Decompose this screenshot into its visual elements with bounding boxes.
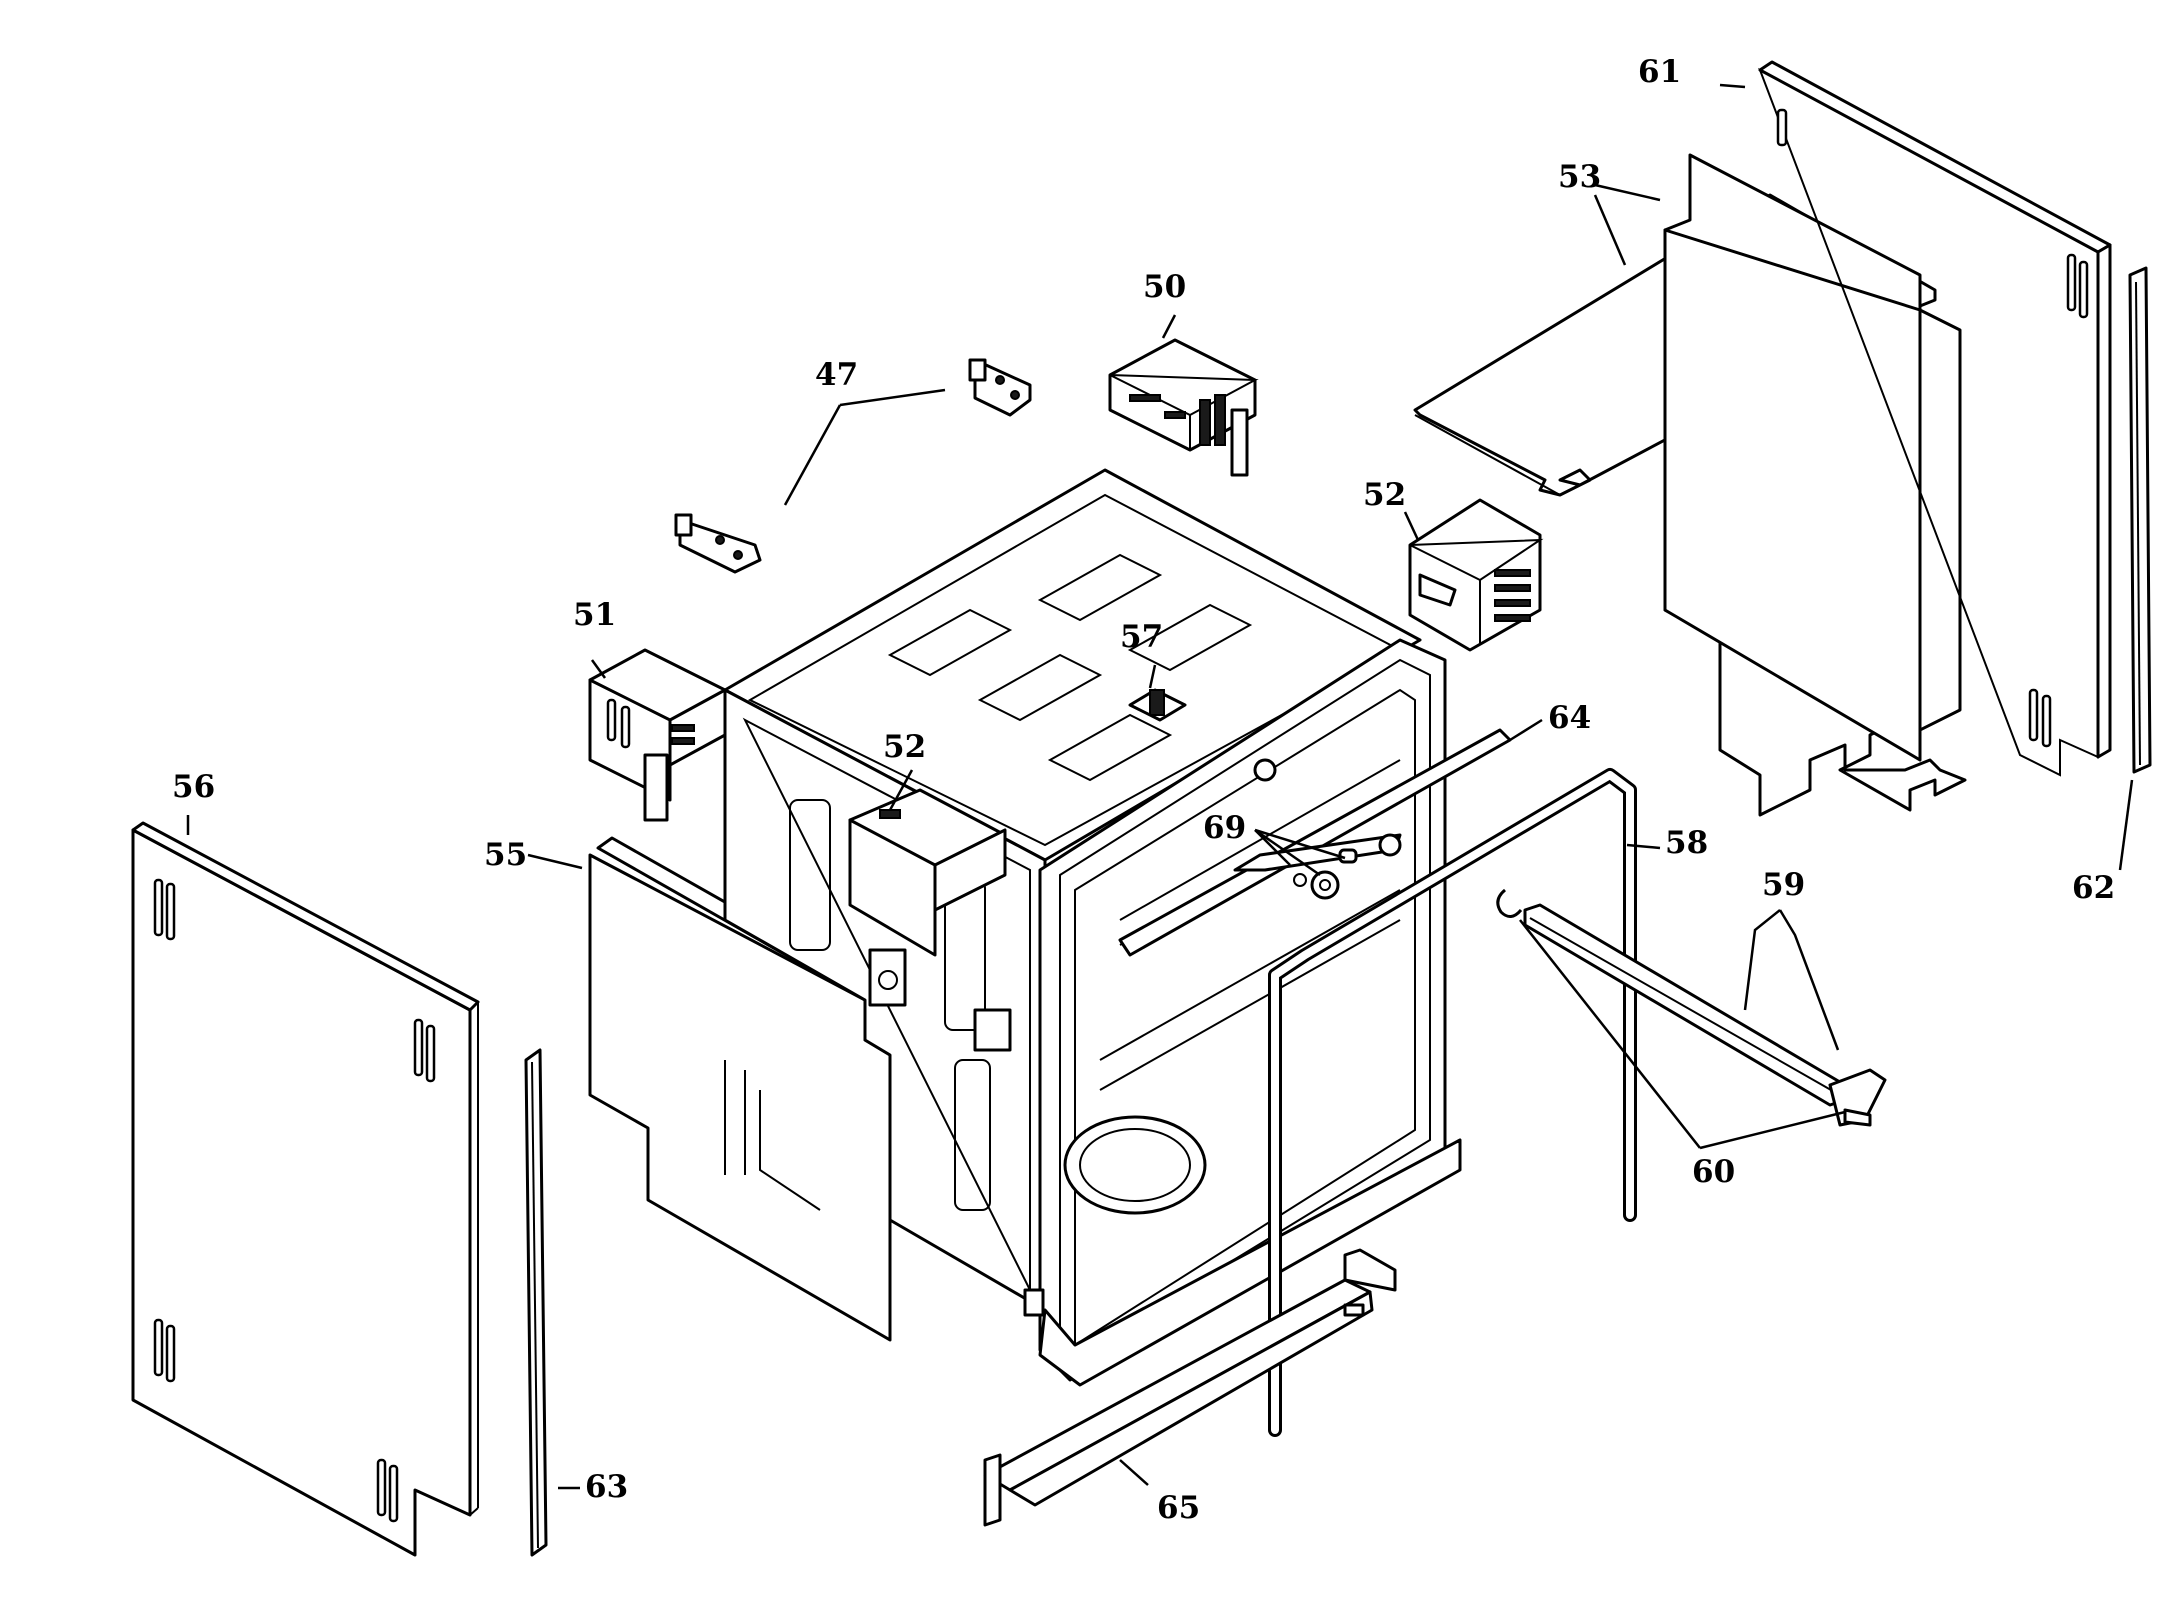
callout-56: 56 xyxy=(172,769,215,805)
callout-59: 59 xyxy=(1762,867,1805,903)
callout-61: 61 xyxy=(1638,54,1681,90)
callout-55: 55 xyxy=(484,837,527,873)
part-65-base-rail xyxy=(983,1248,1397,1527)
callout-63: 63 xyxy=(585,1469,628,1505)
callout-53: 53 xyxy=(1558,159,1601,195)
callout-69: 69 xyxy=(1203,810,1246,846)
part-64-rail xyxy=(1118,728,1512,957)
callout-64: 64 xyxy=(1548,700,1591,736)
part-61-right-side-panel xyxy=(1758,60,2112,777)
part-51-side-bracket xyxy=(588,648,727,822)
part-47-mounting-brackets xyxy=(674,358,1032,574)
callout-58: 58 xyxy=(1665,825,1708,861)
callout-52-center: 52 xyxy=(883,729,926,765)
callout-62: 62 xyxy=(2072,870,2115,906)
callout-51: 51 xyxy=(573,597,616,633)
callout-60: 60 xyxy=(1692,1154,1735,1190)
part-60-retaining-clip xyxy=(1496,888,1523,918)
part-52-center-bracket xyxy=(848,788,1007,957)
rear-insulation-panel xyxy=(1663,153,2052,817)
part-52-right-bracket xyxy=(1408,498,1544,652)
leader-lines xyxy=(186,83,2134,1490)
part-50-top-bracket xyxy=(1108,338,1259,477)
part-62-vertical-trim-strip xyxy=(2128,266,2152,774)
part-57-clip xyxy=(1128,688,1187,722)
part-59-hinge-arm xyxy=(1523,903,1887,1127)
callout-52-right: 52 xyxy=(1363,477,1406,513)
callout-labels: 47 50 51 52 52 53 55 56 57 58 59 60 61 6… xyxy=(172,54,2115,1526)
callout-57: 57 xyxy=(1120,619,1163,655)
callout-47: 47 xyxy=(815,357,858,393)
callout-50: 50 xyxy=(1143,269,1186,305)
callout-65: 65 xyxy=(1157,1490,1200,1526)
part-63-vertical-trim-strip xyxy=(524,1048,548,1557)
part-56-left-side-panel xyxy=(131,821,480,1557)
part-58-door-gasket xyxy=(1268,768,1637,1437)
